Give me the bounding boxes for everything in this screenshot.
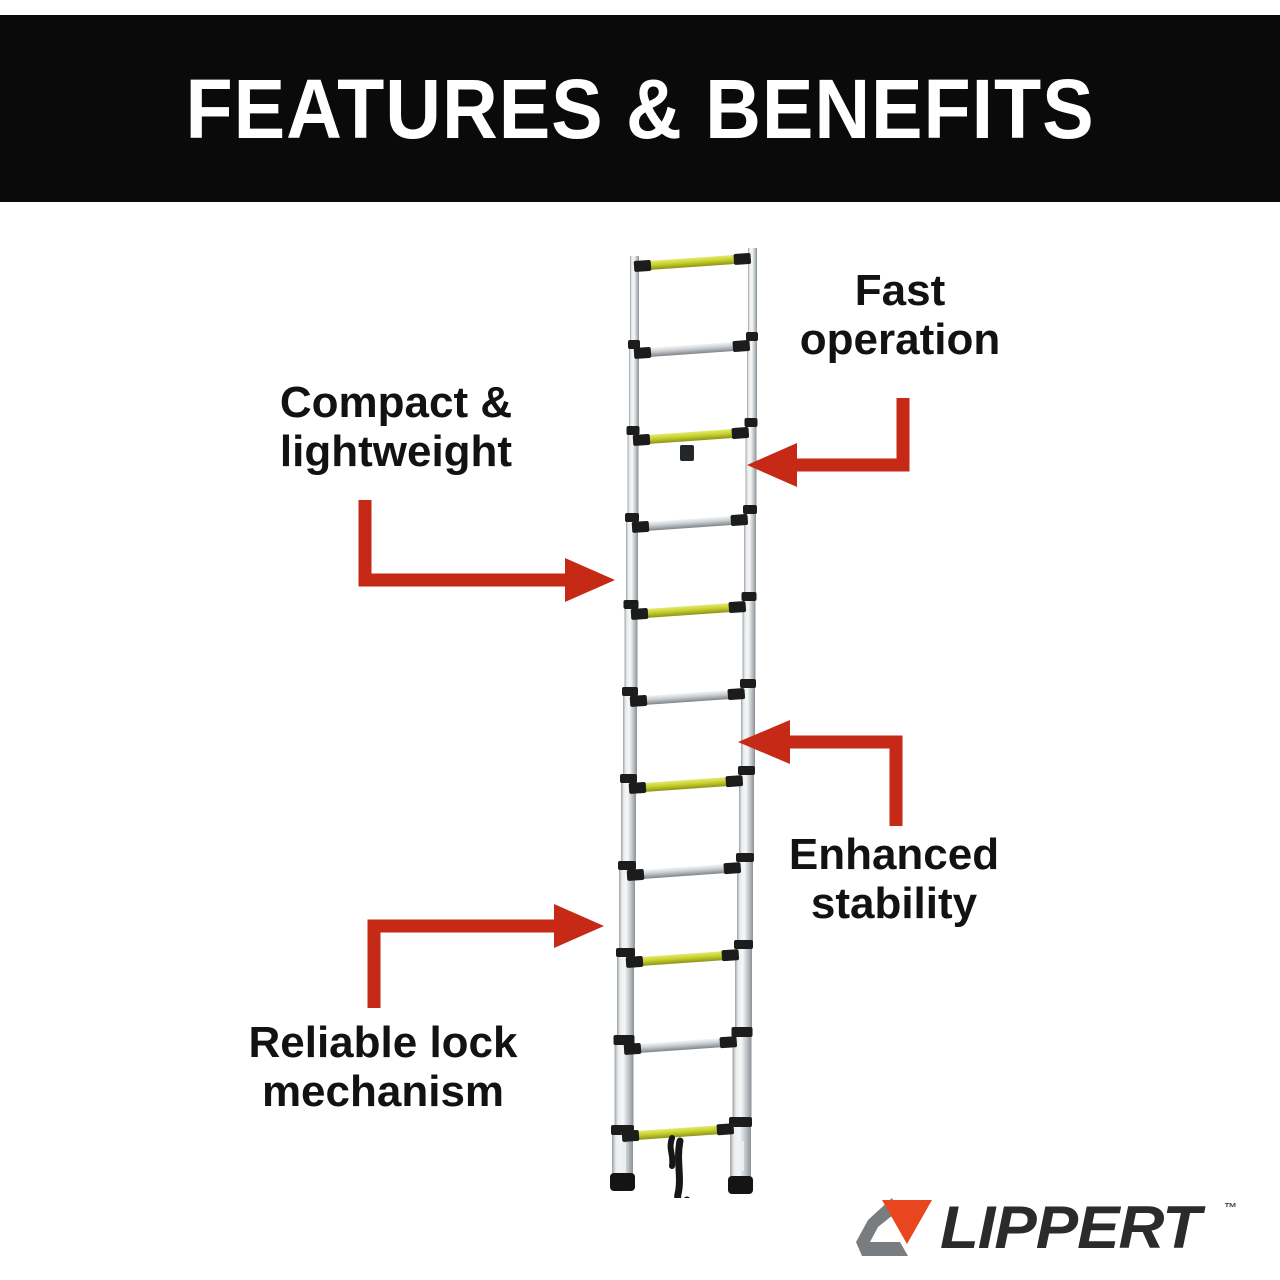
ladder-rung bbox=[623, 1036, 738, 1055]
ladder-lock-section bbox=[618, 1135, 744, 1198]
brand-wordmark: LIPPERT bbox=[940, 1194, 1201, 1261]
brand-logo: LIPPERT ™ bbox=[848, 1194, 1244, 1268]
ladder-rung bbox=[631, 514, 749, 533]
callout-label-compact-lightweight: Compact & lightweight bbox=[279, 378, 513, 477]
ladder-strap bbox=[674, 1137, 690, 1198]
ladder-rung bbox=[632, 427, 750, 461]
lippert-mark-icon bbox=[856, 1198, 932, 1256]
ladder-rung bbox=[621, 1123, 735, 1142]
ladder-rung bbox=[630, 601, 747, 620]
callout-label-fast-operation: Fast operation bbox=[799, 266, 1001, 365]
ladder-rung bbox=[629, 688, 746, 707]
page-title: FEATURES & BENEFITS bbox=[185, 61, 1095, 156]
arrow-reliable-lock-mechanism bbox=[367, 904, 604, 1008]
callout-label-enhanced-stability: Enhanced stability bbox=[788, 830, 1000, 929]
arrow-fast-operation bbox=[747, 398, 910, 487]
callout-label-reliable-lock-mechanism: Reliable lock mechanism bbox=[248, 1018, 518, 1117]
ladder-rung bbox=[625, 949, 740, 968]
arrow-enhanced-stability bbox=[738, 720, 903, 826]
header-banner: FEATURES & BENEFITS bbox=[0, 15, 1280, 202]
arrow-compact-lightweight bbox=[358, 500, 615, 602]
ladder-rung bbox=[626, 862, 742, 881]
ladder-rungs bbox=[621, 252, 752, 1142]
ladder-rung bbox=[633, 340, 751, 359]
brand-trademark-symbol: ™ bbox=[1224, 1200, 1237, 1215]
ladder-foot-left bbox=[610, 1173, 635, 1191]
ladder-rung bbox=[633, 252, 752, 272]
ladder-foot-right bbox=[728, 1176, 753, 1194]
telescoping-ladder-image bbox=[610, 248, 758, 1198]
ladder-rung bbox=[628, 775, 744, 794]
